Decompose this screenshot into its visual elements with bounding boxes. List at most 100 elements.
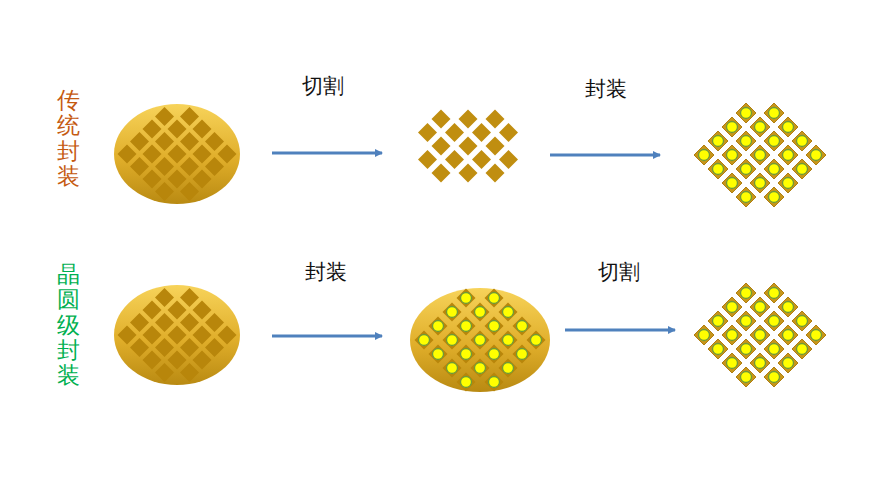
- wafer: [410, 288, 550, 392]
- package-bump: [755, 178, 766, 189]
- die: [527, 331, 546, 350]
- die: [205, 132, 224, 151]
- package-bump: [811, 150, 822, 161]
- die: [180, 288, 199, 307]
- package-bump: [783, 330, 794, 341]
- die: [418, 123, 437, 142]
- die: [722, 117, 742, 137]
- package-bump: [741, 344, 752, 355]
- die: [694, 145, 714, 165]
- die: [485, 289, 504, 308]
- die: [205, 313, 224, 332]
- package-bump: [755, 150, 766, 161]
- die: [499, 150, 518, 169]
- die: [499, 123, 518, 142]
- die: [694, 325, 714, 345]
- package-bump: [755, 330, 766, 341]
- die: [180, 132, 199, 151]
- package-bump: [769, 192, 780, 203]
- die: [143, 301, 162, 320]
- package-bump: [713, 136, 724, 147]
- die: [736, 311, 756, 331]
- die: [143, 326, 162, 345]
- package-bump: [713, 316, 724, 327]
- package-bump: [489, 321, 500, 332]
- die: [750, 117, 770, 137]
- package-bump: [475, 335, 486, 346]
- die: [722, 145, 742, 165]
- package-bump: [769, 372, 780, 383]
- package-bump: [727, 122, 738, 133]
- die: [764, 131, 784, 151]
- die: [193, 120, 212, 139]
- package-bump: [755, 358, 766, 369]
- die: [708, 339, 728, 359]
- die: [485, 317, 504, 336]
- step-label: 封装: [585, 77, 627, 102]
- package-bump: [447, 307, 458, 318]
- package-bump: [433, 321, 444, 332]
- package-bump: [741, 288, 752, 299]
- die: [143, 351, 162, 370]
- die: [472, 150, 491, 169]
- die: [471, 303, 490, 322]
- die: [778, 145, 798, 165]
- die: [750, 353, 770, 373]
- die: [168, 351, 187, 370]
- die: [459, 110, 478, 129]
- die: [445, 150, 464, 169]
- package-bump: [489, 377, 500, 388]
- die: [180, 363, 199, 382]
- die: [471, 331, 490, 350]
- package-bump: [769, 164, 780, 175]
- die: [143, 145, 162, 164]
- package-bump: [489, 293, 500, 304]
- package-bump: [741, 372, 752, 383]
- package-bump: [447, 335, 458, 346]
- die: [143, 120, 162, 139]
- die: [736, 339, 756, 359]
- die: [736, 187, 756, 207]
- die: [764, 103, 784, 123]
- die: [764, 159, 784, 179]
- die: [432, 110, 451, 129]
- die: [118, 145, 137, 164]
- process-arrow: [272, 335, 382, 338]
- package-bump: [741, 136, 752, 147]
- die: [485, 373, 504, 392]
- die: [180, 157, 199, 176]
- die: [792, 131, 812, 151]
- die: [778, 353, 798, 373]
- die: [485, 345, 504, 364]
- die: [708, 311, 728, 331]
- die: [471, 359, 490, 378]
- die: [708, 159, 728, 179]
- die: [486, 137, 505, 156]
- package-bump: [461, 349, 472, 360]
- package-bump: [419, 335, 430, 346]
- die: [736, 159, 756, 179]
- package-bump: [783, 178, 794, 189]
- die: [499, 303, 518, 322]
- die: [764, 311, 784, 331]
- die: [205, 338, 224, 357]
- die: [499, 359, 518, 378]
- die: [736, 283, 756, 303]
- die: [443, 303, 462, 322]
- die: [722, 325, 742, 345]
- die: [778, 325, 798, 345]
- process-arrow: [550, 154, 660, 157]
- package-bump: [755, 122, 766, 133]
- step-label: 切割: [302, 74, 344, 99]
- package-bump: [475, 307, 486, 318]
- die: [193, 326, 212, 345]
- die: [722, 353, 742, 373]
- die: [168, 120, 187, 139]
- die: [486, 110, 505, 129]
- package-bump: [727, 178, 738, 189]
- package-bump: [489, 349, 500, 360]
- die: [750, 145, 770, 165]
- package-bump: [769, 108, 780, 119]
- package-bump: [531, 335, 542, 346]
- die: [736, 103, 756, 123]
